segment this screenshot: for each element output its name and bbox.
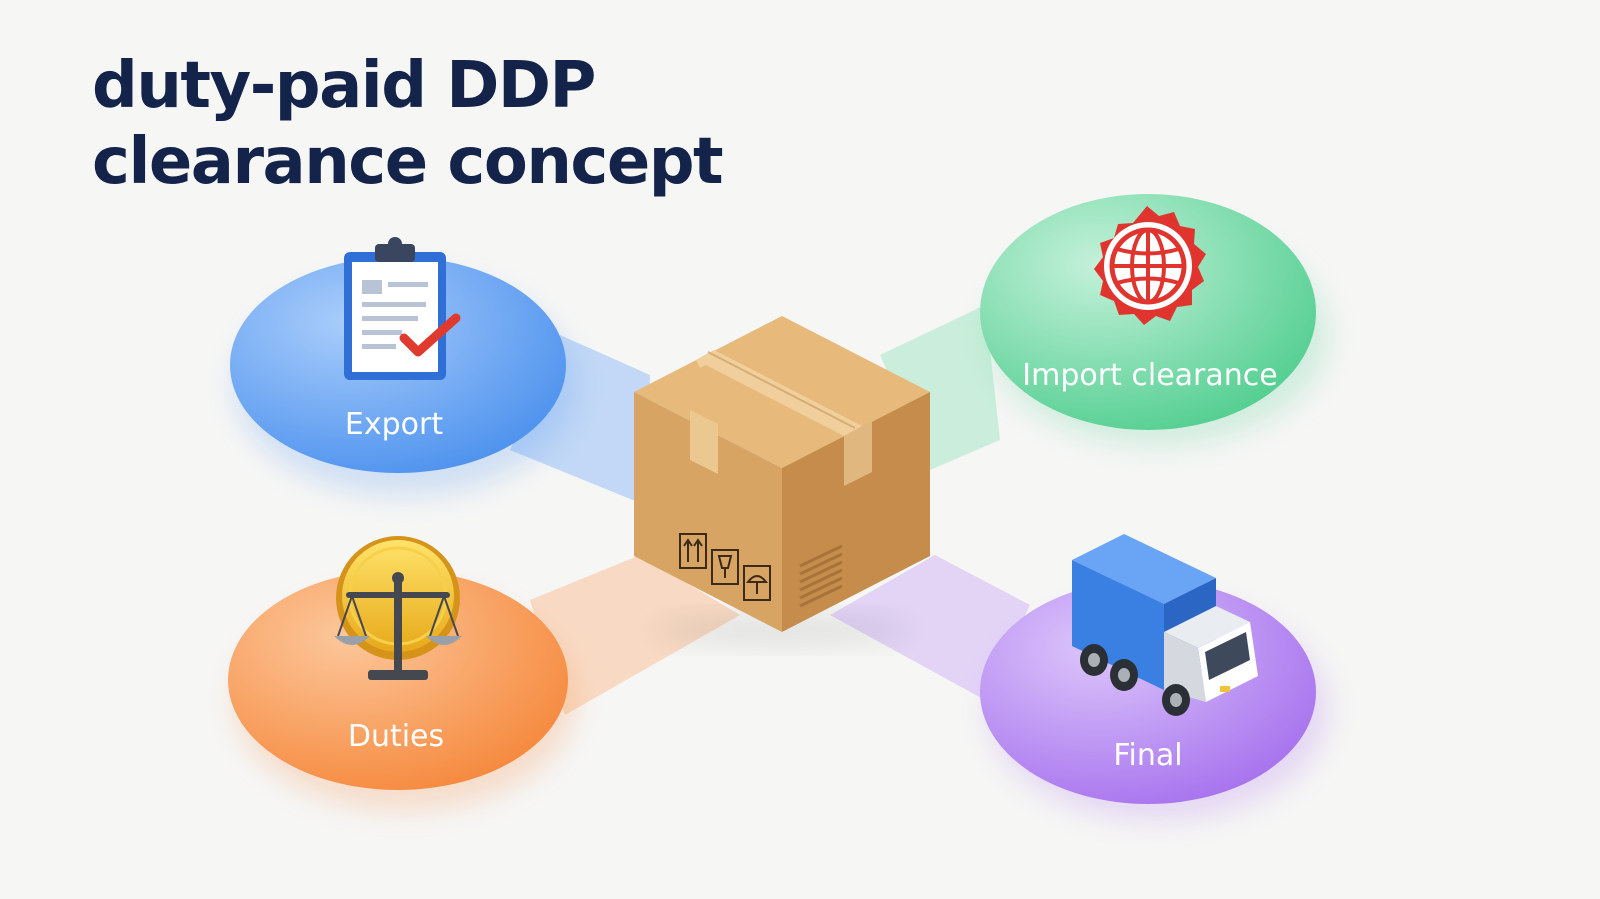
connector-duties xyxy=(530,555,740,715)
connector-final xyxy=(830,555,1030,700)
duties-label: Duties xyxy=(348,719,444,754)
cardboard-box-icon xyxy=(634,316,930,646)
final-label: Final xyxy=(1113,738,1182,773)
node-export: Export xyxy=(230,237,566,473)
node-final: Final xyxy=(980,534,1316,804)
import-clearance-label: Import clearance xyxy=(1022,358,1277,393)
globe-seal-icon xyxy=(1094,206,1206,325)
title-line-2: clearance concept xyxy=(92,125,724,199)
export-label: Export xyxy=(345,407,443,442)
scales-coin-icon xyxy=(334,536,462,680)
clipboard-check-icon xyxy=(344,237,461,380)
node-import-clearance: Import clearance xyxy=(980,194,1316,430)
node-duties: Duties xyxy=(228,536,568,790)
title-line-1: duty-paid DDP xyxy=(92,49,596,123)
delivery-truck-icon xyxy=(1072,534,1258,716)
connector-import xyxy=(880,305,1000,470)
page-title: duty-paid DDP clearance concept xyxy=(92,48,724,200)
